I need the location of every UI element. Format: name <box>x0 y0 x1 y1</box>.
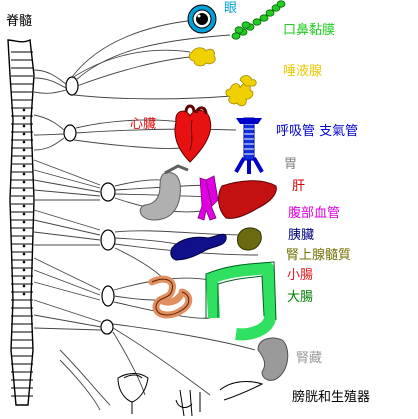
kidney-label: 腎藏 <box>296 351 323 366</box>
stomach-icon <box>139 164 189 221</box>
bladder-icon <box>117 373 264 417</box>
eye-label: 眼 <box>224 1 238 16</box>
nasal-mucosa-label: 口鼻黏膜 <box>283 23 336 38</box>
nerve-fibers <box>33 19 259 411</box>
small-intestine-outline <box>151 278 190 316</box>
small-intestine-label: 小腸 <box>287 268 314 283</box>
liver-label: 肝 <box>292 179 306 194</box>
spinal-cord-label: 脊髓 <box>6 14 33 29</box>
adrenal-gland-icon <box>237 227 262 251</box>
sympathetic-ganglia <box>63 76 116 335</box>
stomach-label: 胃 <box>284 157 298 172</box>
liver-icon <box>218 180 277 219</box>
pancreas-label: 胰臟 <box>288 228 315 243</box>
adrenal-medulla-label: 腎上腺髓質 <box>286 248 352 263</box>
vertebra-lines <box>11 51 33 397</box>
celiac-ganglion <box>100 182 116 202</box>
kidney-icon <box>257 337 289 381</box>
eye-icon <box>187 4 217 34</box>
heart-icon <box>174 104 212 163</box>
large-intestine-icon <box>206 262 276 341</box>
spinal-nerve-dots <box>22 108 26 296</box>
spinal-column <box>7 38 35 406</box>
large-intestine-outline <box>205 261 277 321</box>
airway-label: 呼吸管 支氣管 <box>276 124 359 139</box>
airway-icon <box>234 117 264 174</box>
large-intestine-label: 大腸 <box>287 290 314 305</box>
salivary-gland-icon <box>188 47 257 107</box>
nasal-mucosa-icon <box>231 0 286 40</box>
abdominal-vessel-icon <box>197 175 219 221</box>
pelvic-ganglion <box>100 319 114 335</box>
stellate-ganglion <box>63 124 77 142</box>
bladder-genitals-label: 膀胱和生殖器 <box>292 390 371 405</box>
abdominal-vessel-label: 腹部血管 <box>288 206 341 221</box>
pancreas-icon <box>170 233 227 261</box>
salivary-gland-label: 唾液腺 <box>283 64 323 79</box>
superior-mesenteric-ganglion <box>100 229 116 251</box>
heart-label: 心臟 <box>130 117 157 132</box>
inferior-mesenteric-ganglion <box>101 285 115 307</box>
